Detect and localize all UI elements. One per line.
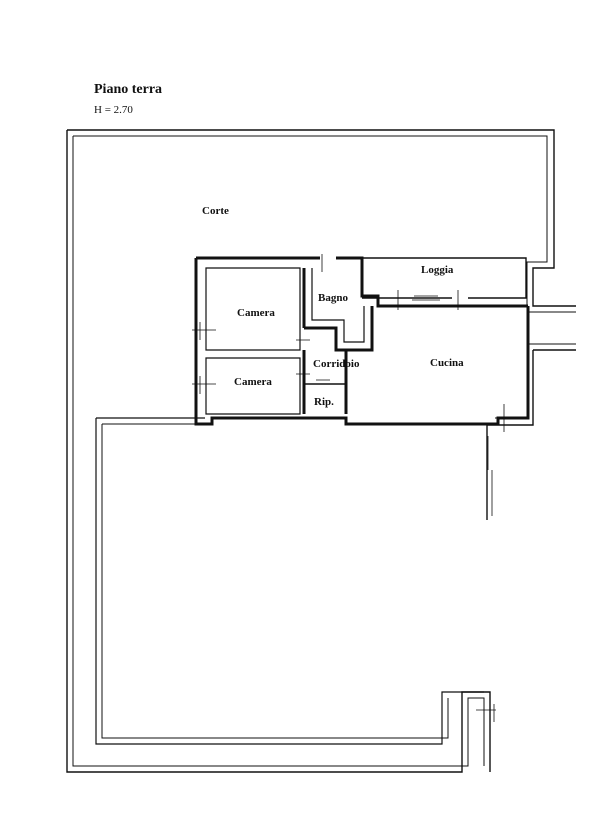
courtyard-boundary: [66, 129, 576, 773]
building-walls: [192, 254, 530, 722]
room-label-corte: Corte: [202, 205, 229, 217]
room-label-camera: Camera: [237, 307, 275, 319]
room-label-loggia: Loggia: [421, 264, 454, 276]
room-label-corridoio: Corridoio: [313, 358, 360, 370]
room-label-camera-2: Camera: [234, 376, 272, 388]
room-label-ripostiglio: Rip.: [314, 396, 334, 408]
room-label-cucina: Cucina: [430, 357, 464, 369]
plan-title: Piano terra: [94, 82, 163, 97]
room-label-bagno: Bagno: [318, 292, 348, 304]
ceiling-height-note: H = 2.70: [94, 104, 133, 116]
